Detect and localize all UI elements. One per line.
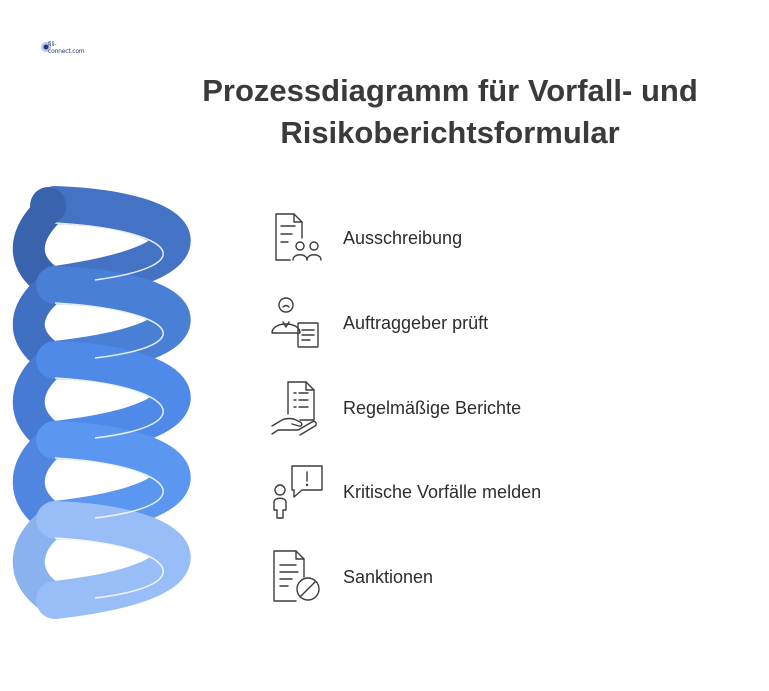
logo: fili-connect.com bbox=[40, 40, 85, 56]
step-label: Kritische Vorfälle melden bbox=[343, 482, 542, 502]
logo-mark bbox=[41, 42, 51, 52]
step-label: Regelmäßige Berichte bbox=[343, 398, 522, 418]
page-title: Prozessdiagramm für Vorfall- und Risikob… bbox=[150, 70, 750, 154]
step-sanktionen: Sanktionen bbox=[268, 547, 728, 607]
spring-back-strands bbox=[12, 189, 71, 616]
step-regelmaessige-berichte: Regelmäßige Berichte bbox=[268, 378, 728, 438]
spring-top-end bbox=[30, 187, 66, 225]
step-auftraggeber-prueft: Auftraggeber prüft bbox=[268, 293, 728, 353]
person-document-icon bbox=[268, 293, 328, 353]
spring-coil-5 bbox=[36, 501, 191, 619]
document-people-icon bbox=[268, 208, 328, 268]
document-blocked-icon bbox=[268, 547, 328, 607]
step-label: Ausschreibung bbox=[343, 228, 463, 248]
spring-illustration bbox=[12, 186, 191, 619]
logo-text: fili-connect.com bbox=[48, 41, 85, 55]
step-kritische-vorfaelle: Kritische Vorfälle melden bbox=[268, 462, 728, 522]
spring-front-strands bbox=[36, 186, 191, 619]
step-label: Sanktionen bbox=[343, 567, 434, 587]
person-alert-icon bbox=[268, 462, 328, 522]
step-ausschreibung: Ausschreibung bbox=[268, 208, 728, 268]
step-label: Auftraggeber prüft bbox=[343, 313, 489, 333]
title-line-1: Prozessdiagramm für Vorfall- und bbox=[202, 73, 698, 108]
hand-document-icon bbox=[268, 378, 328, 438]
title-line-2: Risikoberichtsformular bbox=[280, 115, 620, 150]
